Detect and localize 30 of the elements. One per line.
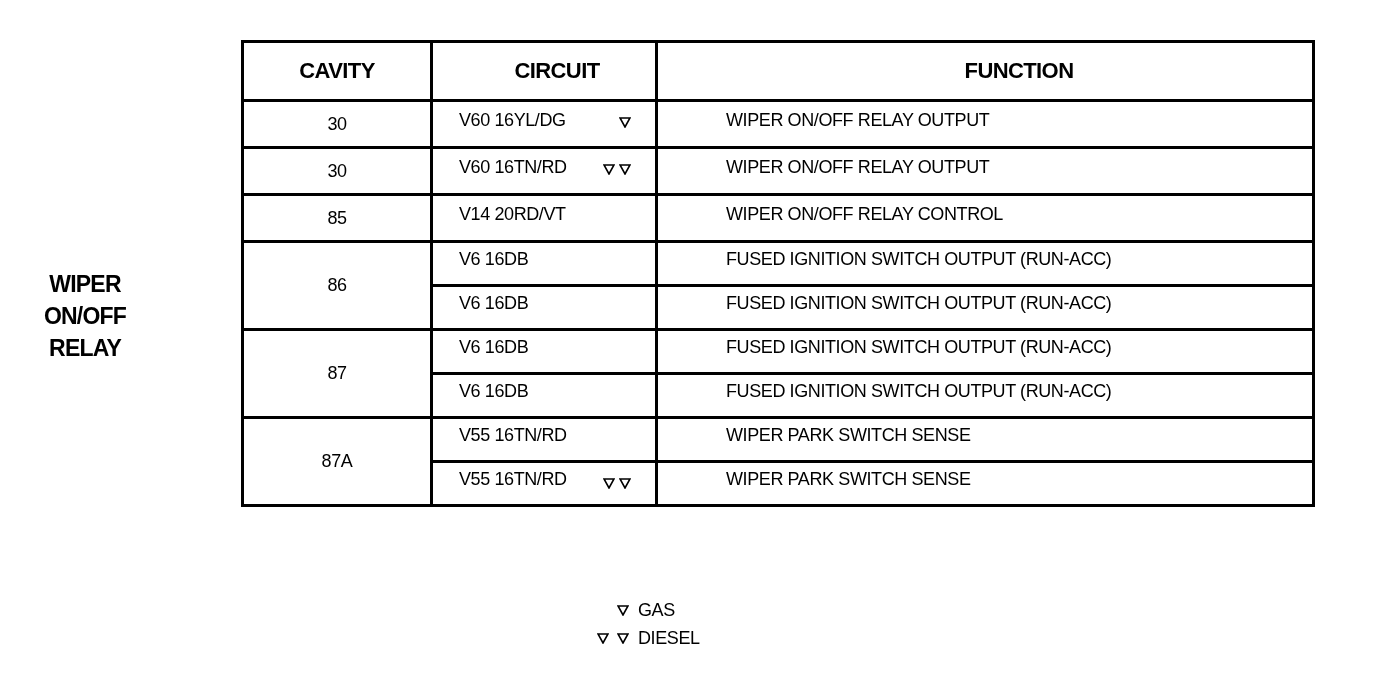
legend-label: GAS <box>638 600 675 621</box>
cavity-number: 86 <box>327 275 347 295</box>
function-description: FUSED IGNITION SWITCH OUTPUT (RUN-ACC) <box>726 381 1112 401</box>
function-description: FUSED IGNITION SWITCH OUTPUT (RUN-ACC) <box>726 293 1112 313</box>
cavity-number: 30 <box>327 160 347 181</box>
cavity-number: 87A <box>321 451 353 471</box>
circuit-code: V6 16DB <box>459 381 529 401</box>
function-description: WIPER ON/OFF RELAY OUTPUT <box>726 109 990 130</box>
relay-title: WIPER ON/OFF RELAY <box>42 270 128 363</box>
legend-label: DIESEL <box>638 628 700 649</box>
column-header: FUNCTION <box>964 58 1074 83</box>
circuit-code: V6 16DB <box>459 293 529 313</box>
function-description: WIPER ON/OFF RELAY CONTROL <box>726 203 1003 224</box>
column-header: CAVITY <box>299 58 375 83</box>
circuit-code: V55 16TN/RD <box>459 425 567 445</box>
circuit-code: V60 16YL/DG <box>459 109 566 130</box>
cavity-number: 87 <box>327 363 347 383</box>
function-description: FUSED IGNITION SWITCH OUTPUT (RUN-ACC) <box>726 249 1112 269</box>
circuit-code: V55 16TN/RD <box>459 469 567 489</box>
function-description: FUSED IGNITION SWITCH OUTPUT (RUN-ACC) <box>726 337 1112 357</box>
function-description: WIPER ON/OFF RELAY OUTPUT <box>726 156 990 177</box>
function-description: WIPER PARK SWITCH SENSE <box>726 425 971 445</box>
circuit-code: V60 16TN/RD <box>459 156 567 177</box>
circuit-code: V14 20RD/VT <box>459 203 566 224</box>
circuit-code: V6 16DB <box>459 337 529 357</box>
cavity-number: 85 <box>327 207 347 228</box>
cavity-number: 30 <box>327 113 347 134</box>
function-description: WIPER PARK SWITCH SENSE <box>726 469 971 489</box>
circuit-code: V6 16DB <box>459 249 529 269</box>
column-header: CIRCUIT <box>514 58 600 83</box>
